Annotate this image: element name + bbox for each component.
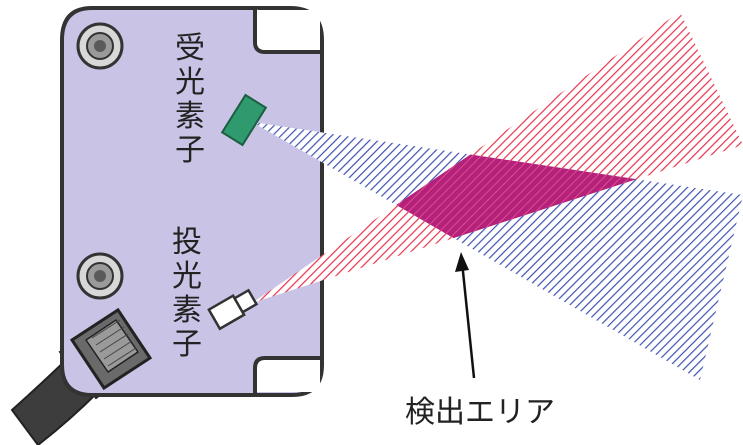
svg-text:子: 子 [172, 327, 202, 362]
receiver-element-label: 受 光 素 子 [175, 31, 205, 168]
svg-text:光: 光 [172, 259, 202, 294]
emitter-beam [252, 12, 743, 303]
emitter-element-label: 投 光 素 子 [172, 225, 202, 362]
svg-text:子: 子 [175, 133, 205, 168]
cable-connector-icon [69, 307, 153, 391]
detection-area-label: 検出エリア [405, 395, 555, 430]
svg-text:素: 素 [172, 293, 202, 328]
svg-text:素: 素 [175, 99, 205, 134]
mounting-screw-icon [76, 22, 124, 70]
svg-text:投: 投 [172, 225, 202, 260]
emitter-element [207, 288, 259, 331]
receiver-element [220, 93, 268, 147]
svg-text:光: 光 [175, 65, 205, 100]
detection-area-arrow [455, 252, 476, 379]
mounting-screw-icon [76, 252, 124, 300]
svg-text:受: 受 [175, 31, 205, 66]
receiver-beam [252, 122, 743, 380]
